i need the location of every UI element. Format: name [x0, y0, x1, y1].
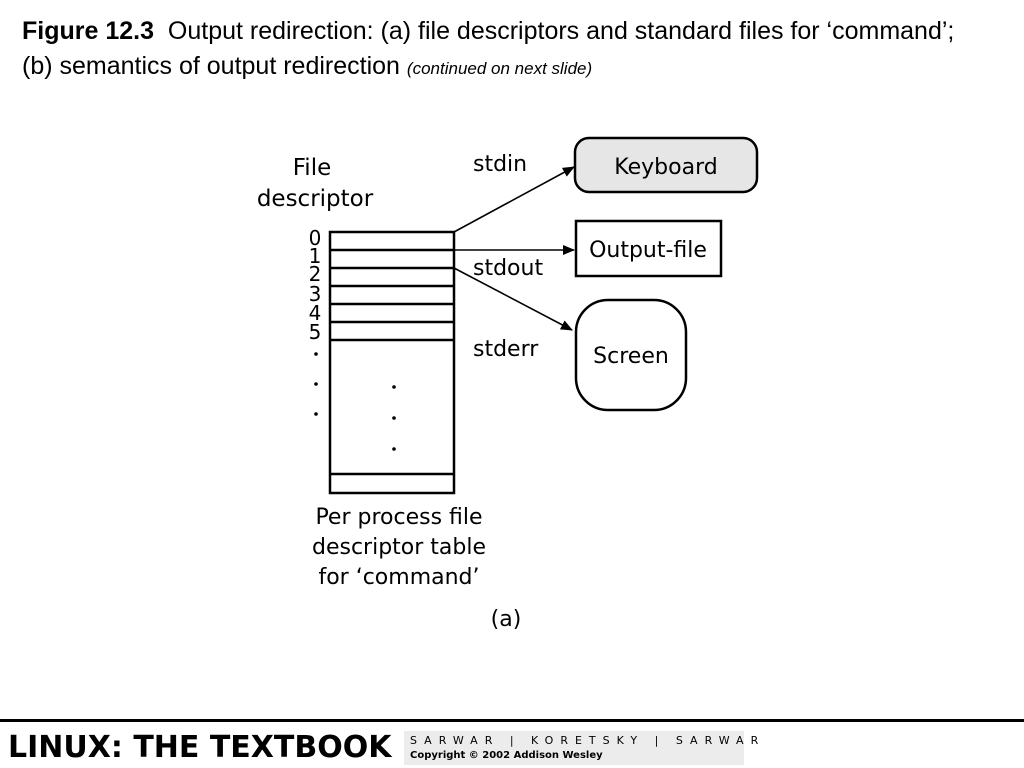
screen-label: Screen: [593, 344, 669, 369]
table-caption-line1: Per process file: [315, 505, 482, 530]
copyright-line: Copyright © 2002 Addison Wesley: [410, 750, 603, 761]
fd-header-line2: descriptor: [257, 186, 374, 212]
caption-text: Output redirection: (a) file descriptors…: [22, 17, 955, 80]
authors-line: SARWAR | KORETSKY | SARWAR: [410, 734, 766, 747]
panel-label: (a): [491, 607, 522, 632]
stderr-label: stderr: [473, 337, 539, 362]
fd-number: 5: [309, 320, 322, 344]
output-file-label: Output-file: [589, 238, 707, 263]
fd-number: 1: [309, 244, 322, 268]
descriptor-table: [328, 230, 456, 495]
table-caption-line3: for ‘command’: [318, 565, 479, 590]
keyboard-label: Keyboard: [614, 155, 717, 180]
figure-caption: Figure 12.3 Output redirection: (a) file…: [22, 14, 982, 86]
output-file-box: [574, 219, 723, 278]
stderr-arrow: [453, 267, 573, 331]
stdin-label: stdin: [473, 152, 527, 177]
fd-number: 0: [309, 226, 322, 250]
footer-shade: [404, 731, 744, 765]
fd-number: 4: [309, 301, 322, 325]
screen-box: [574, 298, 688, 412]
footer-rule: [0, 719, 1024, 722]
table-ellipsis: [392, 385, 396, 451]
stdin-arrow: [453, 166, 575, 233]
file-descriptor-diagram: File descriptor 0 1 2 3 4 5 stdin st: [257, 136, 759, 632]
stdout-label: stdout: [473, 256, 543, 281]
redirection-arrows: [453, 166, 575, 331]
fd-header-line1: File: [293, 155, 332, 181]
book-title: LINUX: THE TEXTBOOK: [8, 730, 392, 765]
table-caption-line2: descriptor table: [312, 535, 486, 560]
keyboard-box: [573, 136, 759, 194]
fd-number-list: 0 1 2 3 4 5: [309, 226, 322, 344]
fd-number: 2: [309, 262, 322, 286]
figure-number: Figure 12.3: [22, 17, 154, 45]
caption-continuation: (continued on next slide): [406, 59, 593, 78]
fd-number: 3: [309, 282, 322, 306]
fd-ellipsis: [314, 352, 318, 416]
